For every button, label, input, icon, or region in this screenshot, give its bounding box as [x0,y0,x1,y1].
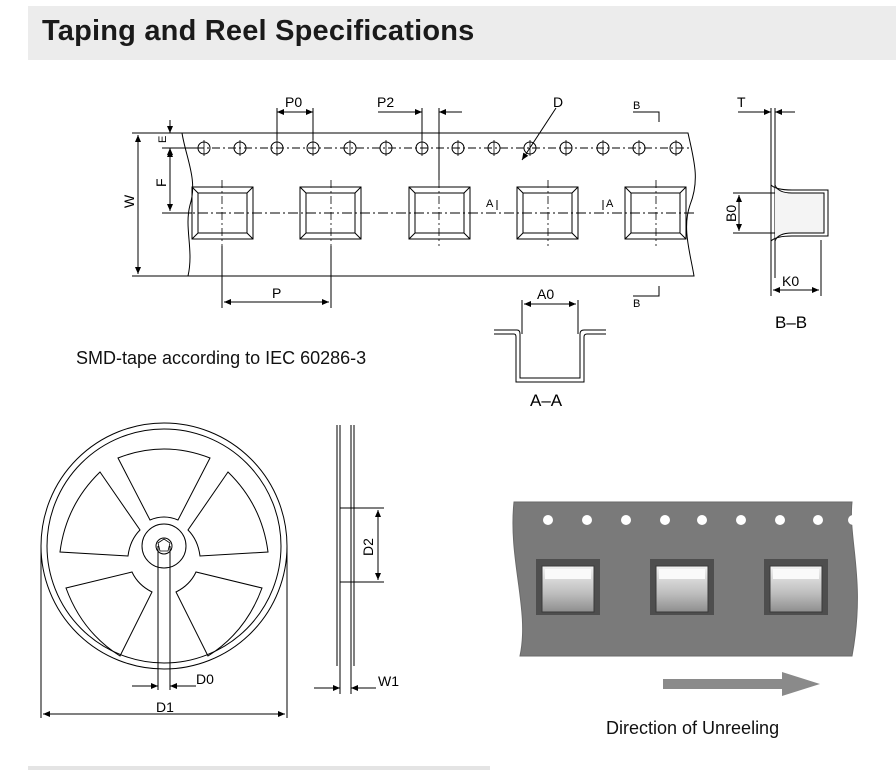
tape-outline [181,132,696,277]
label-p: P [272,285,281,301]
label-b0: B0 [723,205,739,222]
unreeling-caption: Direction of Unreeling [606,718,780,738]
title-bar: Taping and Reel Specifications [28,6,896,60]
reel-front-drawing [40,422,288,718]
label-b-top: B [633,100,640,112]
label-w1: W1 [378,673,399,689]
label-e: E [157,136,169,143]
direction-arrow-icon [663,672,820,696]
label-a0: A0 [537,286,554,302]
label-a-right: A [606,198,614,210]
photo-sprocket-holes [543,515,858,525]
section-bb-drawing [733,108,829,296]
label-d0: D0 [196,671,214,687]
label-w: W [121,194,137,208]
label-p2: P2 [377,94,394,110]
label-p0: P0 [285,94,302,110]
section-bb-label: B–B [775,313,807,332]
label-a-left: A [486,198,494,210]
label-t: T [737,94,746,110]
label-d: D [553,94,563,110]
label-b-bottom: B [633,298,640,310]
tape-caption: SMD-tape according to IEC 60286-3 [76,348,367,368]
label-f: F [153,178,169,187]
reel-side-drawing [314,425,384,694]
section-aa-drawing [494,300,606,383]
sprocket-holes [197,140,683,156]
label-d1: D1 [156,699,174,715]
photo-pockets [536,559,828,615]
label-k0: K0 [782,273,799,289]
page-title: Taping and Reel Specifications [42,15,475,47]
section-aa-label: A–A [530,391,563,410]
bottom-divider [28,766,490,770]
tape-photo [512,501,858,696]
tape-drawing [132,107,696,308]
label-d2: D2 [360,538,376,556]
